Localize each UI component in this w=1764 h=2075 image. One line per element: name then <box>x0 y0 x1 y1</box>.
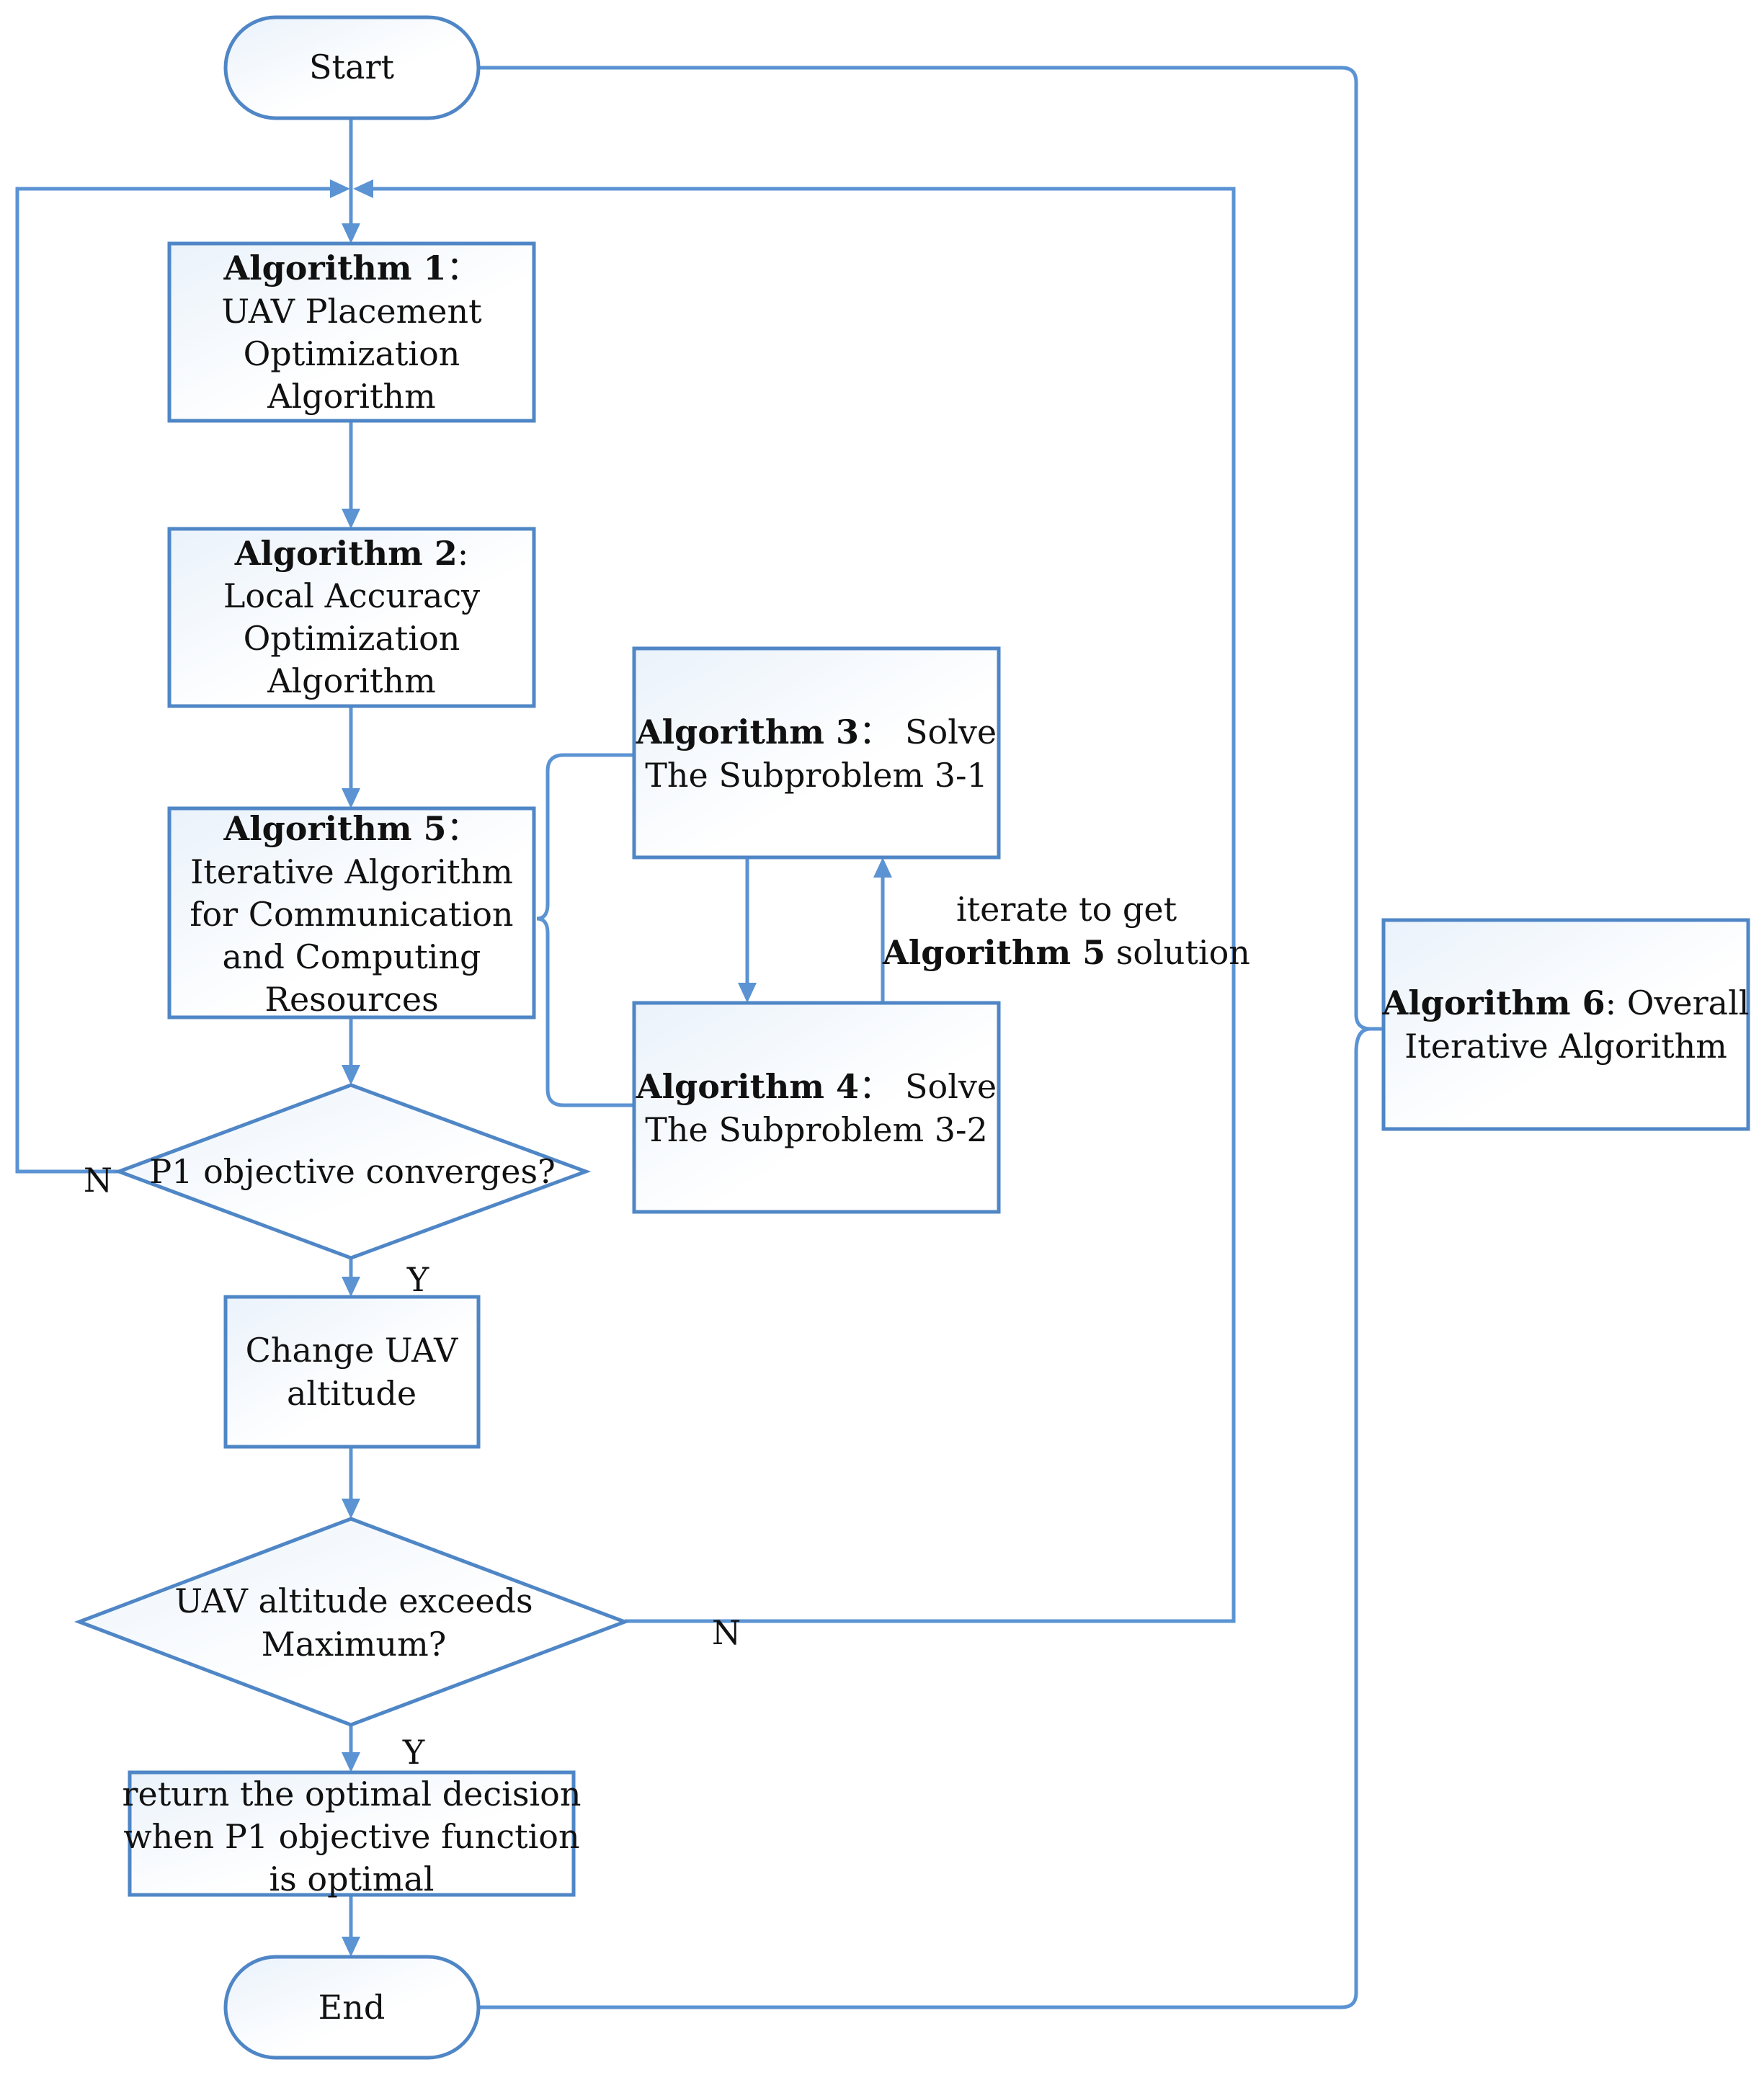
alg5-line4: Resources <box>264 980 438 1019</box>
decision2-diamond: UAV altitude exceeds Maximum? N Y <box>74 1517 741 1772</box>
start-label: Start <box>309 48 394 86</box>
alg1-line3: Algorithm <box>267 377 436 416</box>
alg4-line1: Algorithm 4：Solve <box>636 1067 997 1106</box>
alg5-line1: Iterative Algorithm <box>190 852 513 891</box>
brace-alg5-subalgorithms <box>536 753 634 1107</box>
alg2-title: Algorithm 2: <box>234 534 469 573</box>
iterate-line2: Algorithm 5 solution <box>882 933 1250 972</box>
result-line2: when P1 objective function <box>123 1817 579 1856</box>
decision2-line2: Maximum? <box>262 1625 447 1664</box>
arrowhead <box>330 179 350 198</box>
alg1-line1: UAV Placement <box>221 292 482 331</box>
alg4-box: Algorithm 4：Solve The Subproblem 3-2 <box>632 1001 1001 1214</box>
change-altitude-box: Change UAV altitude <box>223 1295 481 1449</box>
result-line1: return the optimal decision <box>122 1775 581 1813</box>
edge-loop-decision2-no <box>368 187 1236 1623</box>
result-box: return the optimal decision when P1 obje… <box>122 1770 582 1898</box>
decision1-diamond: P1 objective converges? N Y <box>84 1083 592 1299</box>
edges <box>15 66 1384 2009</box>
alg3-box: Algorithm 3：Solve The Subproblem 3-1 <box>632 646 1001 860</box>
alg5-line2: for Communication <box>190 895 513 934</box>
alg5-box: Algorithm 5： Iterative Algorithm for Com… <box>167 806 536 1019</box>
alg4-line2: The Subproblem 3-2 <box>645 1110 988 1149</box>
arrowhead <box>873 857 892 878</box>
alg3-line1: Algorithm 3：Solve <box>636 713 997 751</box>
arrowhead <box>342 1752 360 1772</box>
alg5-line3: and Computing <box>223 937 481 976</box>
decision1-yes-label: Y <box>406 1260 429 1299</box>
start-terminal: Start <box>223 15 481 120</box>
iterate-line1: iterate to get <box>956 890 1177 929</box>
alg1-line2: Optimization <box>244 334 460 373</box>
arrowhead <box>342 788 360 808</box>
arrowhead <box>342 1499 360 1519</box>
edge-loop-decision1-no <box>15 187 336 1174</box>
alg2-line3: Algorithm <box>267 661 436 700</box>
decision2-line1: UAV altitude exceeds <box>174 1581 533 1620</box>
decision2-no-label: N <box>712 1613 741 1652</box>
arrowhead <box>353 179 373 198</box>
arrowhead <box>342 1065 360 1085</box>
alg6-line1: Algorithm 6: Overall <box>1382 983 1750 1022</box>
arrowhead <box>342 1277 360 1297</box>
arrowhead <box>738 983 757 1003</box>
end-terminal: End <box>223 1955 481 2060</box>
alg1-title: Algorithm 1： <box>223 249 479 287</box>
end-label: End <box>318 1988 386 2027</box>
decision1-label: P1 objective converges? <box>149 1152 555 1191</box>
alg2-line2: Optimization <box>244 619 460 658</box>
decision1-no-label: N <box>84 1161 112 1200</box>
arrowhead <box>342 509 360 529</box>
change-line1: Change UAV <box>246 1331 458 1370</box>
arrowhead <box>342 1937 360 1957</box>
alg2-line1: Local Accuracy <box>223 576 480 615</box>
iterate-label: iterate to get Algorithm 5 solution <box>882 890 1250 972</box>
alg6-line2: Iterative Algorithm <box>1404 1027 1727 1066</box>
alg5-title: Algorithm 5： <box>223 809 479 848</box>
arrowhead <box>342 223 360 244</box>
alg1-box: Algorithm 1： UAV Placement Optimization … <box>167 241 536 423</box>
alg6-box: Algorithm 6: Overall Iterative Algorithm <box>1381 918 1750 1131</box>
brace-overall-algorithm <box>478 66 1384 2009</box>
result-line3: is optimal <box>269 1860 434 1898</box>
change-line2: altitude <box>287 1374 416 1413</box>
alg2-box: Algorithm 2: Local Accuracy Optimization… <box>167 527 536 708</box>
decision2-yes-label: Y <box>402 1733 425 1772</box>
alg3-line2: The Subproblem 3-1 <box>645 756 988 795</box>
